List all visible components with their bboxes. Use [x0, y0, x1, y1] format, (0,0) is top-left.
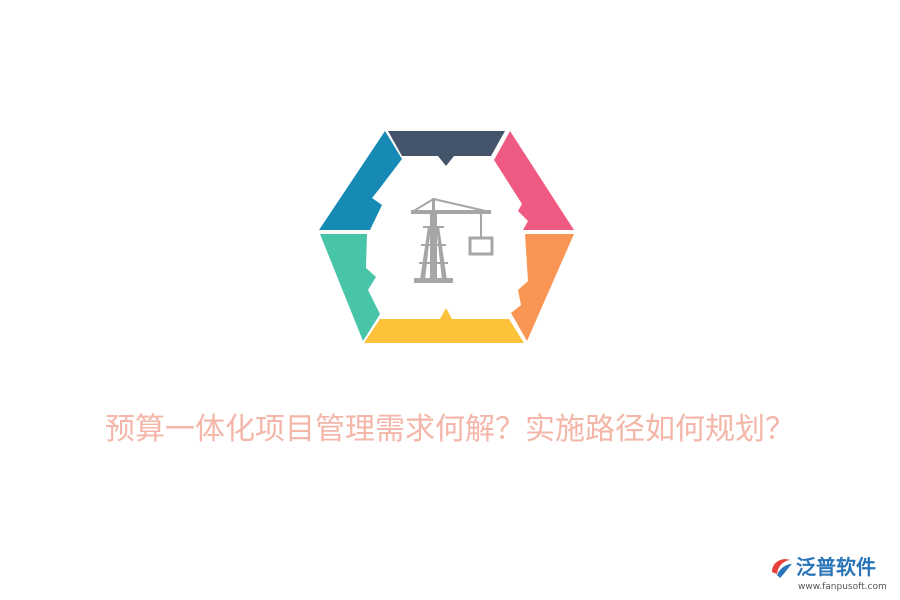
hex-segment-top: [388, 131, 505, 166]
hex-segment-bottom: [364, 308, 524, 343]
brand-name: 泛普软件: [796, 555, 876, 579]
brand-url: www.fanpusoft.com: [798, 582, 887, 592]
page-title: 预算一体化项目管理需求何解？实施路径如何规划？: [105, 412, 795, 447]
hex-segment-lower-left: [320, 234, 380, 341]
fanpu-logo-icon: [772, 559, 792, 578]
hex-segment-lower-right: [511, 234, 574, 341]
crane-icon: [411, 198, 494, 283]
hex-segment-upper-right: [494, 131, 574, 230]
hex-segment-upper-left: [319, 131, 402, 230]
brand-watermark: 泛普软件 www.fanpusoft.com: [768, 552, 892, 594]
